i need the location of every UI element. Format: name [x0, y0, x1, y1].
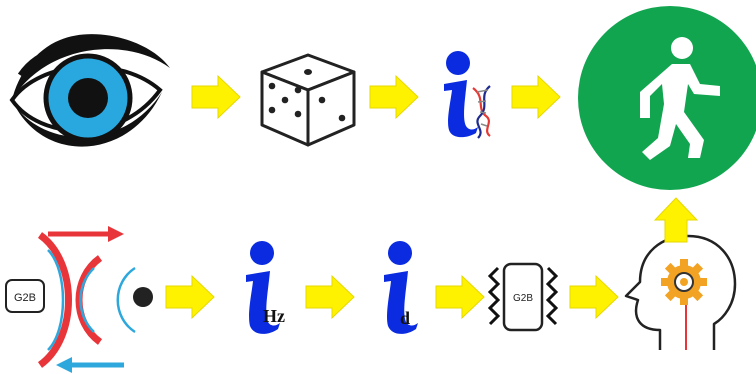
flow-arrow-2 [369, 75, 419, 119]
head-gear-icon [624, 234, 737, 350]
device-g2b-label: G2B [513, 293, 533, 304]
flow-arrow-7 [569, 275, 619, 319]
info-hz-icon: Hz [246, 241, 285, 334]
walking-person-icon [578, 6, 756, 190]
flow-arrow-5 [305, 275, 355, 319]
g2b-radar-icon: G2B [5, 226, 153, 373]
flow-arrow-6 [435, 275, 485, 319]
info-d-icon: d [384, 241, 418, 334]
dice-icon [260, 53, 356, 147]
flow-arrow-3 [511, 75, 561, 119]
flow-arrow-1 [191, 75, 241, 119]
hz-subscript: Hz [263, 306, 285, 326]
g2b-label: G2B [14, 292, 36, 304]
eye-icon [9, 34, 170, 147]
d-subscript: d [400, 308, 410, 328]
vibrating-device-icon: G2B [487, 262, 559, 332]
info-dna-icon [444, 51, 491, 139]
flow-arrow-4 [165, 275, 215, 319]
